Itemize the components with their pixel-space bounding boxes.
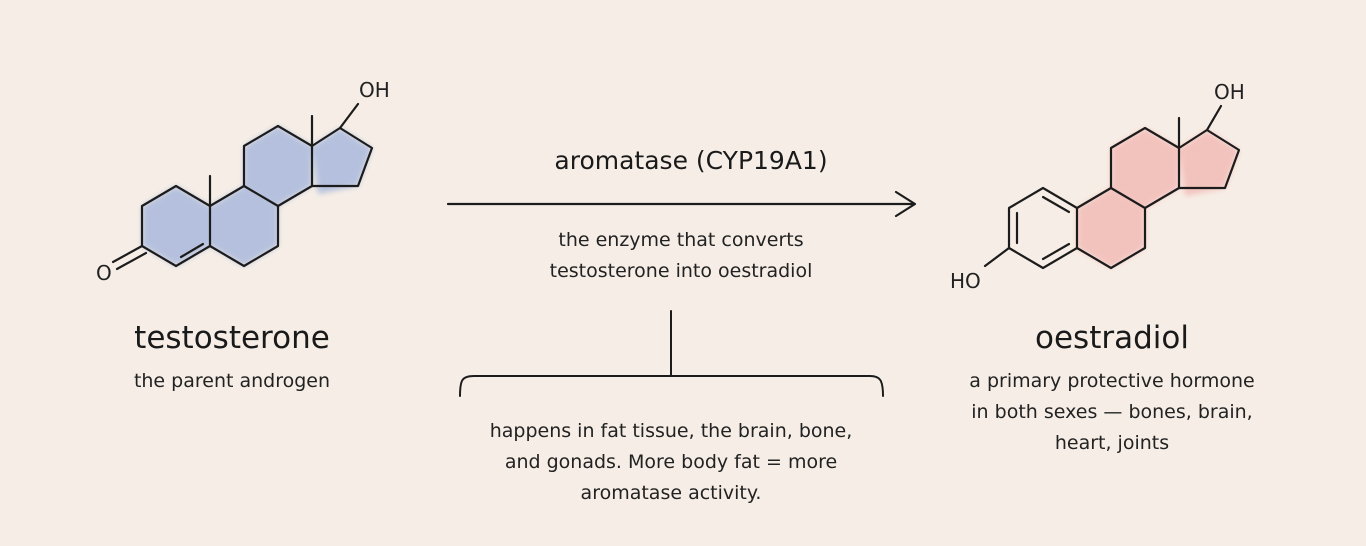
testosterone-highlight bbox=[142, 126, 372, 266]
oestradiol-bond-ring-b bbox=[1075, 186, 1147, 270]
oestradiol-phenol-bond bbox=[983, 246, 1011, 268]
testosterone-oxo-atom: O bbox=[96, 261, 112, 285]
testosterone-structure: O OH bbox=[96, 78, 390, 285]
bracket-bar bbox=[459, 375, 884, 397]
testosterone-name: testosterone bbox=[134, 320, 330, 356]
testosterone-carbonyl-bond-1 bbox=[111, 244, 144, 264]
oestradiol-phenol-atom: HO bbox=[950, 269, 981, 293]
testosterone-hydroxyl-bond bbox=[338, 102, 360, 130]
note-text: happens in fat tissue, the brain, bone, … bbox=[450, 416, 892, 509]
oestradiol-highlight-ring-b bbox=[1077, 188, 1145, 268]
testosterone-double-bond-a bbox=[179, 242, 205, 259]
testosterone-hydroxyl-atom: OH bbox=[359, 78, 390, 102]
oestradiol-ring-a bbox=[1007, 186, 1079, 270]
testosterone-carbonyl-bond-2 bbox=[115, 251, 148, 271]
oestradiol-highlight bbox=[1077, 128, 1239, 268]
oestradiol-highlight-ring-c bbox=[1111, 128, 1179, 208]
oestradiol-description-line: a primary protective hormone bbox=[969, 370, 1255, 392]
oestradiol-hydroxyl-atom: OH bbox=[1214, 80, 1245, 104]
note-bracket bbox=[459, 310, 884, 397]
testosterone-highlight-ring-a bbox=[142, 186, 210, 266]
testosterone-bond-ring-d bbox=[310, 126, 374, 188]
oestradiol-bond-ring-c bbox=[1109, 126, 1181, 210]
oestradiol-description-line: in both sexes — bones, brain, bbox=[971, 401, 1253, 423]
oestradiol-description: a primary protective hormone in both sex… bbox=[942, 366, 1282, 459]
enzyme-description-line: testosterone into oestradiol bbox=[549, 260, 813, 282]
oestradiol-aromatic-bond-2 bbox=[1041, 195, 1071, 214]
testosterone-highlight-ring-c bbox=[244, 126, 312, 206]
conversion-arrow bbox=[446, 190, 917, 218]
testosterone-bond-ring-b bbox=[208, 184, 280, 268]
testosterone-highlight-ring-b bbox=[210, 186, 278, 266]
enzyme-name: aromatase (CYP19A1) bbox=[554, 146, 828, 175]
note-line: happens in fat tissue, the brain, bone, bbox=[489, 420, 853, 442]
note-line: aromatase activity. bbox=[580, 482, 762, 504]
oestradiol-name: oestradiol bbox=[1035, 320, 1189, 356]
testosterone-description: the parent androgen bbox=[133, 370, 331, 392]
oestradiol-description-line: heart, joints bbox=[1054, 432, 1170, 454]
oestradiol-structure: HO OH bbox=[950, 80, 1245, 293]
enzyme-description: the enzyme that converts testosterone in… bbox=[496, 225, 866, 287]
oestradiol-highlight-ring-d bbox=[1179, 130, 1239, 196]
testosterone-bond-ring-c bbox=[242, 124, 314, 208]
arrow-head bbox=[894, 190, 917, 218]
oestradiol-bond-ring-d bbox=[1177, 128, 1241, 190]
testosterone-highlight-ring-d bbox=[312, 128, 372, 194]
oestradiol-hydroxyl-bond bbox=[1205, 104, 1223, 132]
enzyme-description-line: the enzyme that converts bbox=[558, 229, 804, 251]
note-line: and gonads. More body fat = more bbox=[504, 451, 838, 473]
oestradiol-aromatic-bond-3 bbox=[1041, 242, 1071, 261]
